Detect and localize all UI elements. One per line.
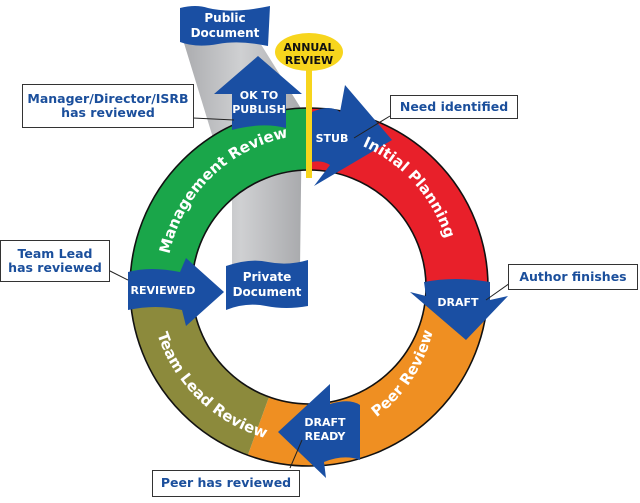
- callout-author-finishes-text: Author finishes: [519, 268, 627, 284]
- callout-author-finishes: Author finishes: [508, 264, 638, 290]
- callout-team-lead-reviewed: Team Lead has reviewed: [0, 240, 110, 282]
- private-document-icon: [226, 260, 308, 310]
- callout-manager-reviewed: Manager/Director/ISRB has reviewed: [22, 84, 194, 128]
- callout-peer-reviewed-text: Peer has reviewed: [160, 475, 292, 491]
- callout-manager-line1: Manager/Director/ISRB: [27, 90, 189, 106]
- public-document-icon: [180, 6, 270, 46]
- private-document-label-1: Private: [243, 270, 292, 284]
- stub-arrow: [312, 85, 392, 186]
- draft-arrow: [410, 279, 508, 340]
- callout-need-identified: Need identified: [390, 95, 518, 119]
- callout-team-lead-line1: Team Lead: [17, 245, 93, 261]
- draft-ready-label-2: READY: [305, 430, 347, 443]
- public-document-label-2: Document: [191, 26, 260, 40]
- draft-ready-label-1: DRAFT: [304, 416, 346, 429]
- ok-to-publish-label-2: PUBLISH: [232, 103, 286, 116]
- stub-label: STUB: [316, 132, 349, 145]
- callout-peer-reviewed: Peer has reviewed: [152, 470, 300, 497]
- public-document-label-1: Public: [204, 11, 245, 25]
- annual-review-label-2: REVIEW: [285, 54, 333, 67]
- callout-team-lead-line2: has reviewed: [8, 260, 102, 275]
- ring-segment-team-lead-review: [130, 271, 269, 456]
- private-document-label-2: Document: [233, 285, 302, 299]
- draft-ready-arrow: [278, 384, 360, 478]
- ok-to-publish-arrow: [214, 56, 302, 130]
- callout-manager-line2: has reviewed: [61, 105, 155, 120]
- draft-label: DRAFT: [437, 296, 479, 309]
- reviewed-label: REVIEWED: [131, 284, 196, 297]
- reviewed-arrow: [128, 258, 224, 326]
- callout-leaders: [107, 115, 511, 469]
- callout-need-identified-text: Need identified: [399, 98, 509, 114]
- annual-review-pole: [306, 60, 312, 178]
- annual-review-badge: [275, 33, 343, 71]
- ring-segment-management-review: [130, 108, 309, 277]
- annual-review-label-1: ANNUAL: [283, 41, 334, 54]
- ok-to-publish-label-1: OK TO: [240, 89, 279, 102]
